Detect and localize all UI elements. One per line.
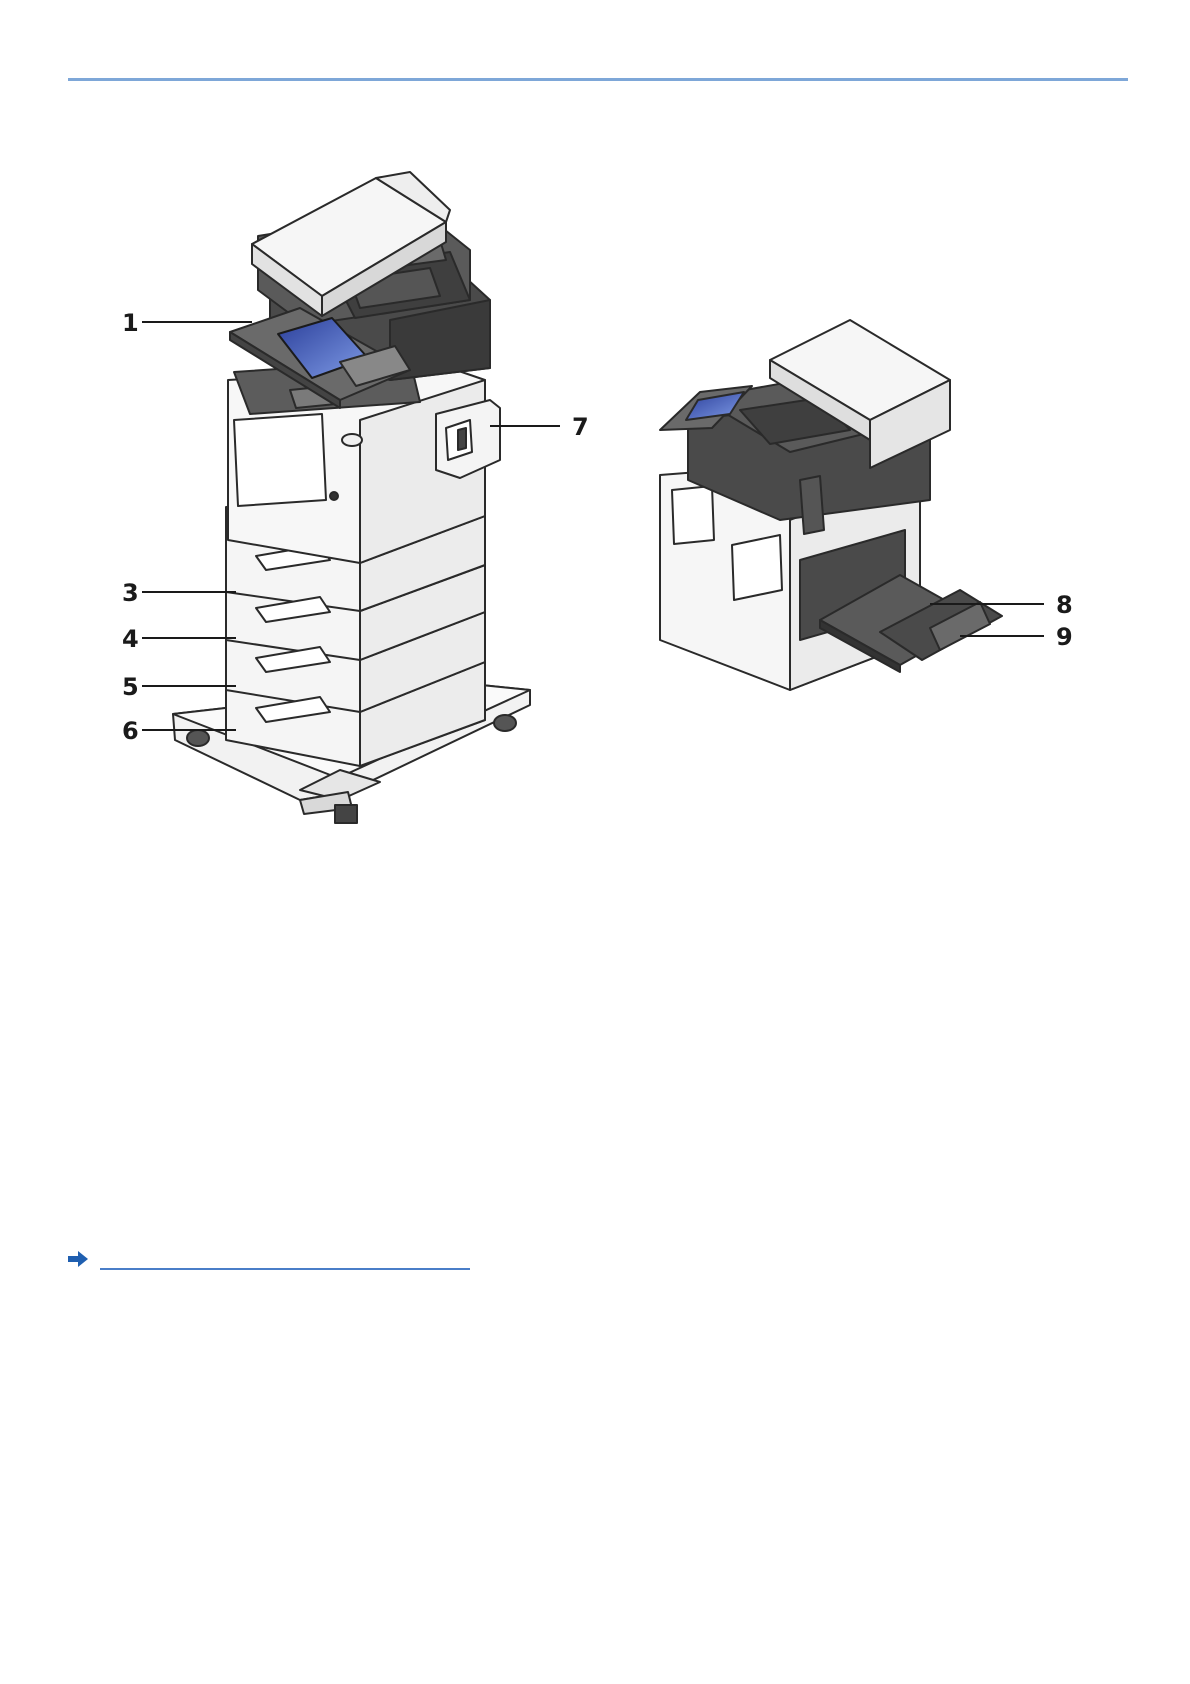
callout-6: 6 bbox=[122, 717, 139, 745]
printer-front-view bbox=[173, 172, 530, 823]
callout-3: 3 bbox=[122, 579, 139, 607]
reference-link[interactable] bbox=[68, 1248, 468, 1272]
callout-7: 7 bbox=[572, 413, 589, 441]
callout-9: 9 bbox=[1056, 623, 1073, 651]
callout-4: 4 bbox=[122, 625, 139, 653]
side-unit bbox=[436, 400, 500, 478]
callout-8: 8 bbox=[1056, 591, 1073, 619]
arrow-right-icon bbox=[68, 1251, 90, 1267]
callout-1: 1 bbox=[122, 309, 139, 337]
callout-5: 5 bbox=[122, 673, 139, 701]
printer-rear-view bbox=[660, 320, 1002, 690]
link-underline[interactable] bbox=[100, 1268, 470, 1270]
